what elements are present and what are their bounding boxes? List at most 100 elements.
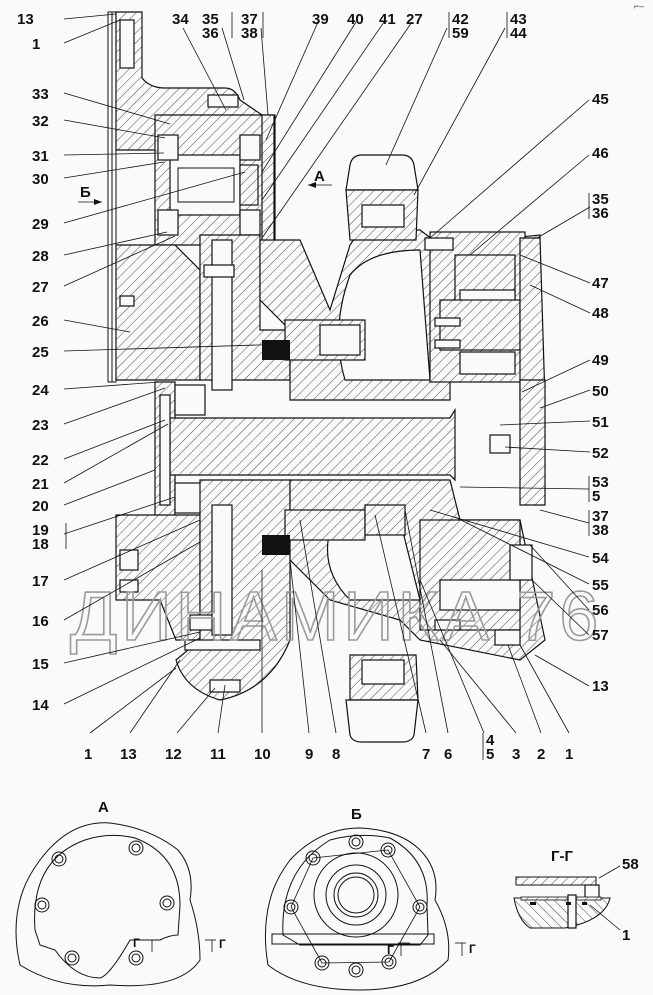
main-shaft [169, 407, 456, 482]
view-b-section-marker-outer: Г [469, 942, 476, 956]
callout-29: 29 [32, 216, 49, 233]
callout-38: 38 [241, 25, 258, 42]
callout-27-top: 27 [406, 11, 423, 28]
callout-9: 9 [305, 746, 313, 763]
callout-10: 10 [254, 746, 271, 763]
callout-56: 56 [592, 602, 609, 619]
callout-12: 12 [165, 746, 182, 763]
corner-mark: ⌐– [634, 1, 644, 11]
watermark: ДИНАМИКА 76 [70, 577, 602, 655]
view-a-cover [34, 834, 181, 979]
bolt-34 [207, 94, 239, 108]
section-gg-plate [515, 876, 597, 886]
callout-1-bottom-left: 1 [84, 746, 92, 763]
bearing-lower-left [157, 209, 179, 236]
callout-50: 50 [592, 383, 609, 400]
end-cap [519, 379, 546, 506]
view-a-section-marker-outer: Г [219, 937, 226, 951]
view-b-base-bar [271, 933, 435, 945]
callout-1-bottom-right: 1 [565, 746, 573, 763]
callout-36: 36 [202, 25, 219, 42]
callout-34: 34 [172, 11, 189, 28]
wheel-rim-upper [345, 154, 419, 191]
callouts-bottom: 1 13 12 11 10 9 8 7 6 4 5 3 2 1 [84, 732, 573, 763]
section-gg-pin [567, 894, 577, 929]
view-a-bolts [34, 840, 175, 966]
view-direction-marks: А Б [78, 168, 332, 205]
callout-57: 57 [592, 627, 609, 644]
callout-45: 45 [592, 91, 609, 108]
main-section-view: ДИНАМИКА 76 [69, 11, 602, 743]
callout-23: 23 [32, 417, 49, 434]
callout-33: 33 [32, 86, 49, 103]
view-a-section-marker: Г [133, 936, 140, 950]
callout-51: 51 [592, 414, 609, 431]
callout-13-right: 13 [592, 678, 609, 695]
callout-41: 41 [379, 11, 396, 28]
gear-bore [169, 154, 241, 216]
view-a-title: А [98, 799, 109, 816]
callout-35-right: 35 [592, 191, 609, 208]
callout-52: 52 [592, 445, 609, 462]
callout-27: 27 [32, 279, 49, 296]
callout-1: 1 [32, 36, 40, 53]
callout-5-bottom: 5 [486, 746, 494, 763]
callout-21: 21 [32, 476, 49, 493]
callout-1-section: 1 [622, 927, 630, 944]
callout-14: 14 [32, 697, 49, 714]
planet-carrier-lower [419, 519, 521, 631]
callout-49: 49 [592, 352, 609, 369]
callout-11: 11 [210, 746, 226, 763]
callout-16: 16 [32, 613, 49, 630]
callout-13-bottom: 13 [120, 746, 137, 763]
view-b-section-marker: Г [387, 943, 394, 957]
callout-46: 46 [592, 145, 609, 162]
leader-lines [63, 12, 591, 760]
view-b-cover [282, 834, 429, 946]
callout-3: 3 [512, 746, 520, 763]
view-b-outline [264, 827, 450, 991]
view-b-lockwire [290, 849, 421, 964]
section-gg-title: Г-Г [551, 848, 573, 865]
taper-bearing-lower [284, 509, 366, 541]
callout-15: 15 [32, 656, 49, 673]
callout-20: 20 [32, 498, 49, 515]
view-b-title: Б [351, 806, 362, 823]
callout-36-right: 36 [592, 205, 609, 222]
callout-47: 47 [592, 275, 609, 292]
callout-24: 24 [32, 382, 49, 399]
callout-48: 48 [592, 305, 609, 322]
callout-37: 37 [241, 11, 258, 28]
wheel-bolt-lower [361, 659, 405, 685]
view-b: Б Г Г [264, 806, 476, 991]
callout-58: 58 [622, 856, 639, 873]
view-b-hub-outer [313, 852, 399, 938]
callouts-left: 13 1 33 32 31 30 29 28 27 26 25 24 23 22… [17, 11, 49, 714]
callout-17: 17 [32, 573, 49, 590]
seal-8 [262, 535, 290, 555]
bearing-upper-left [157, 134, 179, 161]
callout-28: 28 [32, 248, 49, 265]
view-a-arrow-label: А [314, 168, 325, 185]
callout-8: 8 [332, 746, 340, 763]
view-a: А Г Г [15, 799, 226, 987]
callout-31: 31 [32, 148, 49, 165]
callout-25: 25 [32, 344, 49, 361]
callout-2: 2 [537, 746, 545, 763]
bolt-52 [489, 434, 511, 454]
callout-42: 42 [452, 11, 469, 28]
callouts-right: 45 46 35 36 47 48 49 50 51 52 53 5 37 38… [592, 91, 609, 695]
callout-53: 53 [592, 474, 609, 491]
callout-19: 19 [32, 522, 49, 539]
view-b-arrow-label: Б [80, 184, 91, 201]
callouts-top: 34 35 36 37 38 39 40 41 27 42 59 43 44 [172, 11, 527, 42]
callout-30: 30 [32, 171, 49, 188]
callout-38-right: 38 [592, 522, 609, 539]
section-gg: Г-Г 58 1 [513, 848, 639, 944]
bearing-upper-right [239, 134, 261, 161]
callout-7: 7 [422, 746, 430, 763]
seal-25 [262, 340, 290, 360]
callout-44: 44 [510, 25, 527, 42]
callout-26: 26 [32, 313, 49, 330]
